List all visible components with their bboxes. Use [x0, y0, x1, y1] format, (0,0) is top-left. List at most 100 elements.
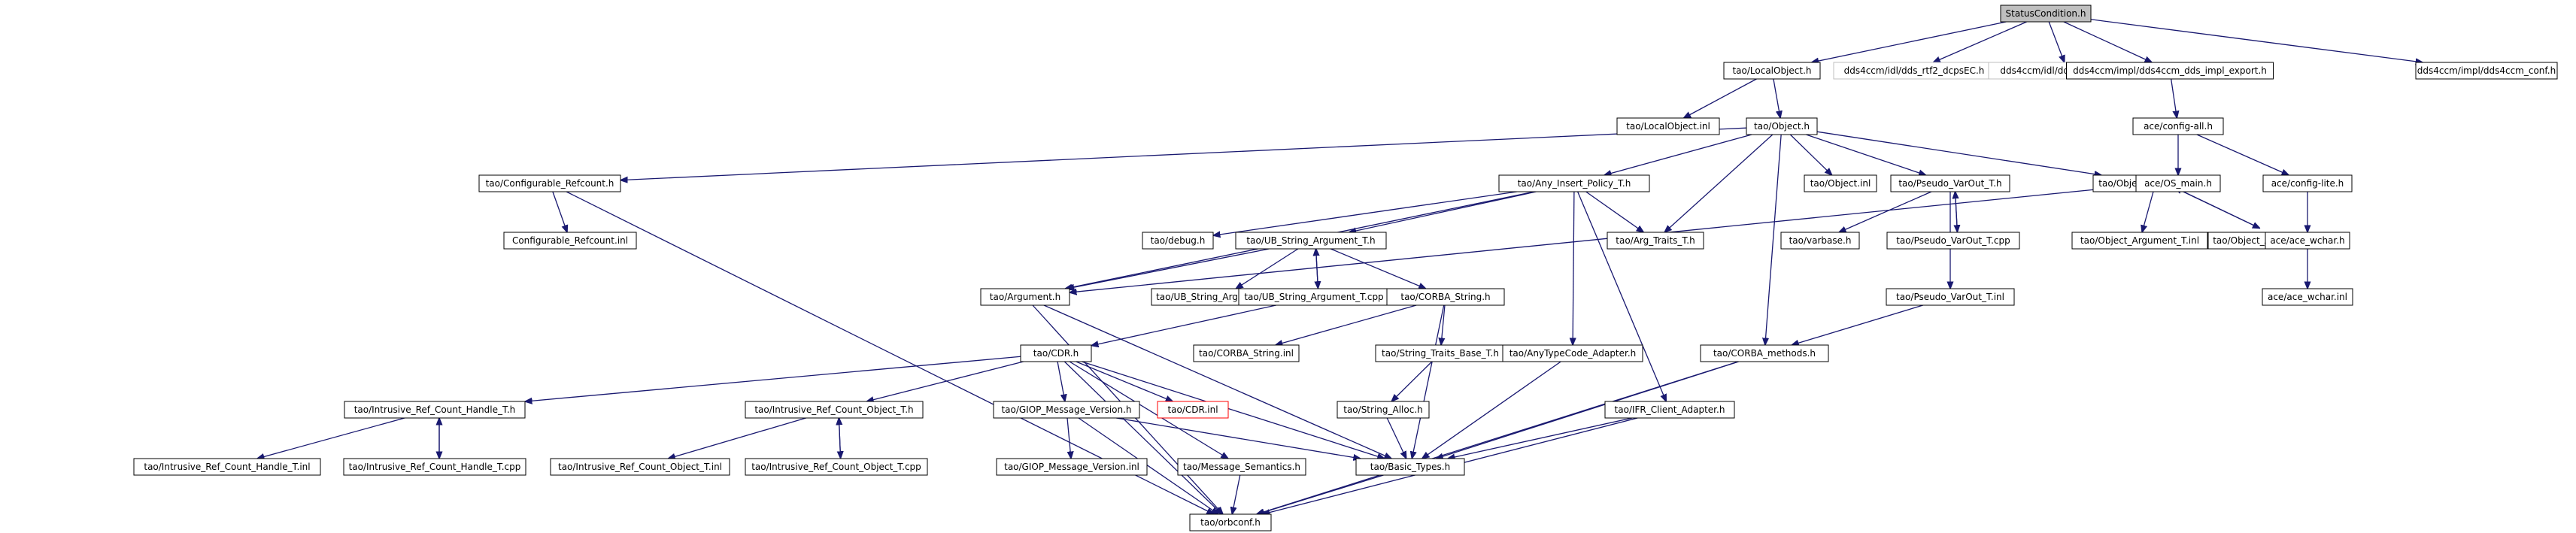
file-node[interactable]: dds4ccm/impl/dds4ccm_dds_impl_export.h — [2066, 62, 2274, 80]
file-node-box — [1616, 117, 1720, 135]
file-node-label: tao/Any_Insert_Policy_T.h — [1518, 178, 1631, 189]
file-node[interactable]: ace/config-all.h — [2132, 117, 2224, 135]
file-node[interactable]: tao/Basic_Types.h — [1355, 458, 1465, 476]
edge-n10-to-n19 — [1585, 191, 1644, 232]
file-node-label: tao/Pseudo_VarOut_T.h — [1898, 178, 2001, 189]
edge-n7-to-n9 — [620, 127, 1747, 180]
file-node-label: ace/OS_main.h — [2144, 178, 2212, 189]
file-node[interactable]: tao/Arg_Traits_T.h — [1607, 232, 1704, 250]
file-node[interactable]: tao/Intrusive_Ref_Count_Object_T.cpp — [745, 458, 928, 476]
file-node[interactable]: Configurable_Refcount.inl — [503, 232, 637, 250]
file-node-label: tao/String_Alloc.h — [1343, 404, 1423, 415]
edge-n37-to-n44 — [668, 417, 806, 459]
file-node[interactable]: tao/Intrusive_Ref_Count_Handle_T.inl — [133, 458, 321, 476]
file-node-box — [2132, 117, 2224, 135]
file-node[interactable]: tao/LocalObject.h — [1723, 62, 1821, 80]
file-node[interactable]: tao/varbase.h — [1780, 232, 1860, 250]
file-node[interactable]: tao/Intrusive_Ref_Count_Object_T.inl — [550, 458, 730, 476]
file-node-label: Configurable_Refcount.inl — [512, 235, 628, 246]
edge-n7-to-n12 — [1806, 134, 1925, 175]
file-node[interactable]: tao/GIOP_Message_Version.inl — [996, 458, 1148, 476]
edge-n7-to-n11 — [1789, 134, 1831, 175]
file-node[interactable]: tao/Any_Insert_Policy_T.h — [1498, 174, 1650, 192]
file-node-label: tao/varbase.h — [1789, 235, 1852, 246]
edge-n45-to-n37 — [839, 418, 840, 459]
edge-n31-to-n49 — [1063, 361, 1221, 514]
file-node-label: tao/Intrusive_Ref_Count_Handle_T.cpp — [349, 462, 521, 472]
file-node-label: tao/Pseudo_VarOut_T.inl — [1896, 292, 2004, 302]
edge-n28-to-n33 — [1441, 304, 1445, 345]
edge-n0-to-n4 — [2063, 21, 2152, 62]
file-node-label: tao/CORBA_methods.h — [1713, 348, 1816, 359]
file-node[interactable]: tao/Configurable_Refcount.h — [478, 174, 621, 192]
file-node[interactable]: tao/Object.inl — [1804, 174, 1877, 192]
file-node[interactable]: dds4ccm/idl/dds_rtf2_dcpsEC.h — [1833, 62, 1995, 80]
edge-n7-to-n35 — [1765, 134, 1782, 345]
file-node[interactable]: tao/CDR.inl — [1157, 401, 1229, 419]
file-node-label: tao/Message_Semantics.h — [1183, 462, 1300, 472]
edge-n7-to-n19 — [1664, 134, 1773, 232]
edge-n4-to-n8 — [2170, 78, 2177, 118]
file-node-box — [1193, 344, 1300, 362]
edge-n27-to-n18 — [1316, 249, 1318, 289]
file-node[interactable]: tao/Pseudo_VarOut_T.h — [1890, 174, 2010, 192]
edge-n41-to-n48 — [1448, 417, 1633, 459]
file-node[interactable]: tao/UB_String_Argument_T.cpp — [1238, 288, 1390, 306]
file-node[interactable]: tao/Object.h — [1746, 117, 1818, 135]
file-node-label: ace/ace_wchar.inl — [2268, 292, 2347, 302]
edge-n18-to-n28 — [1330, 248, 1425, 289]
file-node[interactable]: tao/Pseudo_VarOut_T.inl — [1886, 288, 2015, 306]
file-node-label: tao/orbconf.h — [1200, 517, 1261, 528]
file-node[interactable]: tao/Intrusive_Ref_Count_Object_T.h — [745, 401, 924, 419]
file-node-box — [1886, 232, 2020, 250]
file-node[interactable]: tao/Intrusive_Ref_Count_Handle_T.h — [344, 401, 526, 419]
edge-n31-to-n48 — [1082, 361, 1384, 459]
file-node[interactable]: ace/OS_main.h — [2135, 174, 2221, 192]
file-node[interactable]: ace/ace_wchar.h — [2265, 232, 2350, 250]
file-node[interactable]: tao/CORBA_String.h — [1386, 288, 1505, 306]
file-node-box — [1502, 344, 1643, 362]
file-node[interactable]: tao/Pseudo_VarOut_T.cpp — [1886, 232, 2020, 250]
file-node[interactable]: tao/CDR.h — [1020, 344, 1092, 362]
file-node[interactable]: tao/UB_String_Argument_T.h — [1235, 232, 1387, 250]
edge-n7-to-n13 — [1816, 131, 2101, 175]
edge-n48-to-n49 — [1258, 474, 1384, 514]
edge-n8-to-n15 — [2196, 134, 2289, 175]
file-node[interactable]: tao/LocalObject.inl — [1616, 117, 1720, 135]
file-node[interactable]: ace/config-lite.h — [2262, 174, 2353, 192]
file-node-label: tao/Intrusive_Ref_Count_Object_T.inl — [558, 462, 722, 472]
edge-n38-to-n46 — [1067, 417, 1071, 459]
file-node[interactable]: tao/String_Traits_Base_T.h — [1375, 344, 1506, 362]
file-node-box — [1355, 458, 1465, 476]
file-node[interactable]: tao/CORBA_methods.h — [1700, 344, 1829, 362]
file-node[interactable]: tao/AnyTypeCode_Adapter.h — [1502, 344, 1643, 362]
edge-n9-to-n16 — [552, 191, 567, 232]
file-node-label: tao/Configurable_Refcount.h — [486, 178, 614, 189]
edge-n18-to-n26 — [1236, 248, 1299, 289]
file-node-box — [1804, 174, 1877, 192]
file-node-box — [343, 458, 526, 476]
file-node[interactable]: tao/orbconf.h — [1189, 513, 1272, 531]
file-node-box — [2066, 62, 2274, 80]
edge-n18-to-n25 — [1067, 248, 1270, 289]
file-node-box — [1607, 232, 1704, 250]
file-node[interactable]: ace/ace_wchar.inl — [2262, 288, 2353, 306]
file-node[interactable]: tao/Argument.h — [980, 288, 1070, 306]
file-node[interactable]: tao/Intrusive_Ref_Count_Handle_T.cpp — [343, 458, 526, 476]
file-node-box — [1498, 174, 1650, 192]
file-node[interactable]: dds4ccm/impl/dds4ccm_conf.h — [2415, 62, 2558, 80]
file-node[interactable]: tao/debug.h — [1142, 232, 1214, 250]
root-file-node: StatusCondition.h — [2000, 5, 2092, 23]
file-node-box — [1157, 401, 1229, 419]
file-node[interactable]: tao/String_Alloc.h — [1337, 401, 1430, 419]
file-node-box — [1020, 344, 1092, 362]
file-node-box — [1337, 401, 1430, 419]
file-node[interactable]: tao/CORBA_String.inl — [1193, 344, 1300, 362]
file-node[interactable]: tao/GIOP_Message_Version.h — [993, 401, 1140, 419]
edge-n10-to-n18 — [1349, 191, 1537, 232]
file-node[interactable]: tao/Object_Argument_T.inl — [2071, 232, 2208, 250]
file-node-label: tao/LocalObject.h — [1732, 65, 1811, 76]
file-node[interactable]: tao/IFR_Client_Adapter.h — [1604, 401, 1735, 419]
file-node[interactable]: tao/Message_Semantics.h — [1177, 458, 1306, 476]
edge-n29-to-n35 — [1792, 304, 1923, 345]
